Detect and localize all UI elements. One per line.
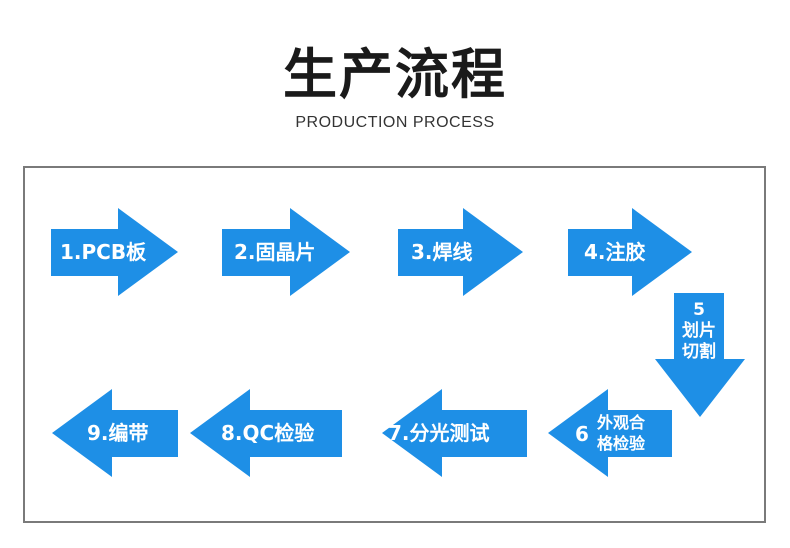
step-3-label: 3.焊线 <box>411 240 473 264</box>
step-3-arrow <box>398 208 523 296</box>
step-6-arrow <box>548 389 672 477</box>
step-2-arrow <box>222 208 350 296</box>
step-4-label: 4.注胶 <box>584 240 646 264</box>
page-subtitle: PRODUCTION PROCESS <box>295 114 495 131</box>
step-7-arrow <box>382 389 527 477</box>
step-6-line2: 格检验 <box>597 434 646 453</box>
step-8-arrow <box>190 389 342 477</box>
step-2-label: 2.固晶片 <box>234 240 316 264</box>
step-5-number: 5 <box>693 300 705 320</box>
step-6-line1: 外观合 <box>597 413 646 432</box>
page-title: 生产流程 <box>283 43 507 106</box>
step-5-arrow <box>655 293 745 417</box>
process-frame <box>23 166 766 523</box>
step-5-line1: 划片 <box>682 321 716 341</box>
step-1-arrow <box>51 208 178 296</box>
step-7-label: 7.分光测试 <box>388 421 490 445</box>
step-6-number: 6 <box>575 422 589 446</box>
step-4-arrow <box>568 208 692 296</box>
step-9-label: 9.编带 <box>87 421 149 445</box>
step-5-line2: 切割 <box>682 342 716 362</box>
step-9-arrow <box>52 389 178 477</box>
step-8-label: 8.QC检验 <box>221 421 315 445</box>
step-5-label: 5 划片 切割 <box>674 300 724 363</box>
step-1-label: 1.PCB板 <box>60 240 147 264</box>
